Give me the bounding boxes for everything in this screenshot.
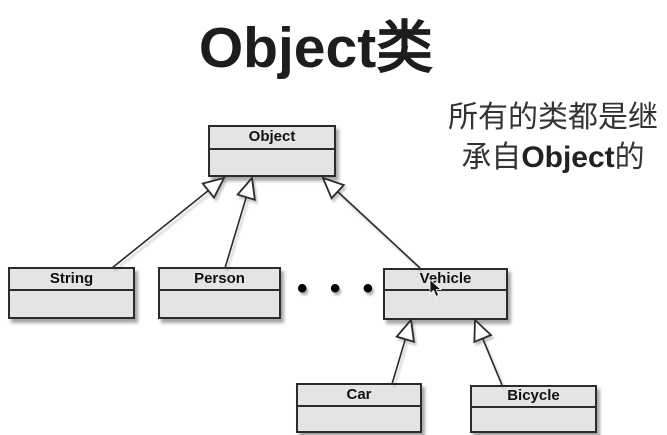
annotation-line2-suffix: 的 <box>614 141 645 174</box>
inheritance-arrow-bicycle-vehicle <box>473 317 503 386</box>
class-name-person: Person <box>160 269 279 291</box>
class-box-object: Object <box>208 125 336 177</box>
annotation: 所有的类都是继 承自Object的 <box>438 98 667 178</box>
class-name-string: String <box>10 269 133 291</box>
class-name-object: Object <box>210 127 334 150</box>
class-box-bicycle: Bicycle <box>470 385 597 433</box>
inheritance-arrow-string-object <box>111 176 226 269</box>
annotation-line2-prefix: 承自 <box>461 141 522 174</box>
class-name-vehicle: Vehicle <box>385 270 506 291</box>
inheritance-arrow-vehicle-object <box>321 176 421 269</box>
annotation-line-1: 所有的类都是继 <box>448 101 658 134</box>
class-box-string: String <box>8 267 135 319</box>
class-box-car: Car <box>296 383 422 433</box>
class-name-car: Car <box>298 385 420 407</box>
class-name-bicycle: Bicycle <box>472 387 595 408</box>
annotation-line-2: 承自Object的 <box>438 138 667 178</box>
page-title: Object类 <box>198 16 434 80</box>
inheritance-arrow-car-vehicle <box>391 317 416 385</box>
class-box-person: Person <box>158 267 281 319</box>
ellipsis-dots: • • • <box>297 272 381 305</box>
annotation-line2-bold: Object <box>521 141 615 174</box>
class-box-vehicle: Vehicle <box>383 268 508 320</box>
inheritance-arrow-person-object <box>224 175 256 269</box>
